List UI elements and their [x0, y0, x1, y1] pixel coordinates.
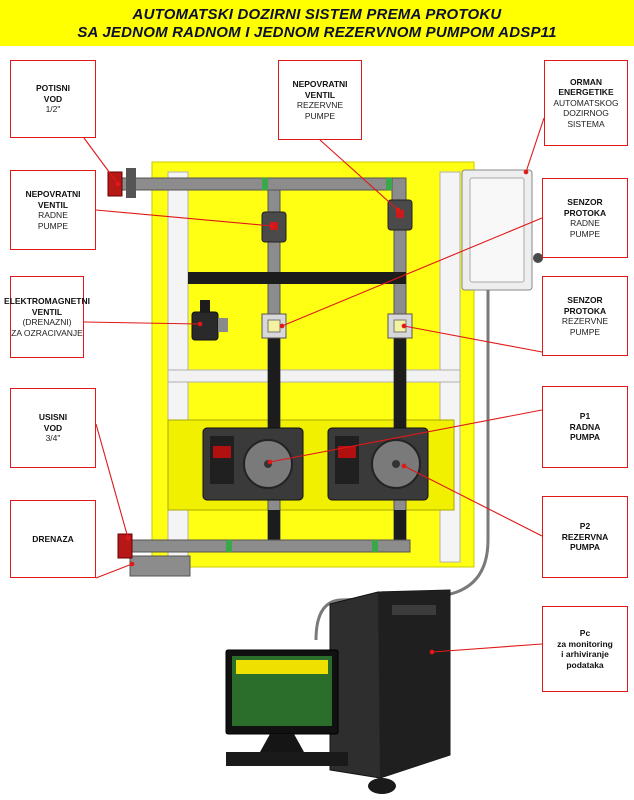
title-banner: AUTOMATSKI DOZIRNI SISTEM PREMA PROTOKU …	[0, 0, 634, 46]
label-sprz-b1: SENZOR	[567, 295, 603, 305]
pump-p2-display	[338, 446, 356, 458]
label-senzor-protoka-radne: SENZOR PROTOKA RADNE PUMPE	[542, 178, 628, 258]
suction-pipe	[129, 539, 411, 553]
label-usisni-b1: USISNI	[38, 412, 68, 423]
label-usisni-n1: 3/4"	[45, 433, 61, 444]
label-nepovratni-ventil-rezervne: NEPOVRATNI VENTIL REZERVNE PUMPE	[278, 60, 362, 140]
label-potisni-vod-b1: POTISNI	[35, 83, 70, 94]
label-emv-n1: (DRENAZNI)	[22, 317, 72, 327]
label-emv-b2: VENTIL	[31, 306, 63, 317]
frame-bar	[167, 369, 461, 383]
label-pc: Pc za monitoring i arhiviranje podataka	[542, 606, 628, 692]
cabinet-gland	[533, 253, 543, 263]
fitting	[386, 178, 392, 190]
fitting	[226, 540, 232, 552]
flow-sensor-window	[267, 319, 281, 333]
label-sprz-n2: PUMPE	[569, 326, 601, 337]
label-p1-b1: P1	[579, 411, 591, 422]
fitting	[372, 540, 378, 552]
label-pc-b2: za monitoring	[557, 638, 613, 649]
pump-p2-hub	[392, 460, 400, 468]
pump-p1-panel	[210, 436, 234, 484]
label-nvrad-n2: PUMPE	[37, 220, 69, 231]
pipe-rezervna-black	[394, 330, 406, 435]
drain-line	[188, 272, 406, 284]
label-orman-b1: ORMAN	[569, 76, 603, 87]
label-potisni-vod-b2: VOD	[43, 93, 63, 104]
label-emv-b1: ELEKTROMAGNETNI	[4, 296, 90, 306]
label-sprz-n1: REZERVNE	[561, 316, 609, 326]
pipe-rezervna-suction	[394, 510, 406, 545]
label-orman-energetike: ORMAN ENERGETIKE AUTOMATSKOG DOZIRNOG SI…	[544, 60, 628, 146]
discharge-valve-body	[126, 168, 136, 198]
fitting	[262, 178, 268, 190]
label-sprz-b2: PROTOKA	[563, 305, 607, 316]
label-nepovratni-ventil-radne: NEPOVRATNI VENTIL RADNE PUMPE	[10, 170, 96, 250]
label-p1: P1 RADNA PUMPA	[542, 386, 628, 468]
label-usisni-b2: VOD	[43, 422, 63, 433]
label-usisni-vod: USISNI VOD 3/4"	[10, 388, 96, 468]
title-line-1: AUTOMATSKI DOZIRNI SISTEM PREMA PROTOKU	[132, 6, 502, 23]
check-valve-marker	[396, 210, 404, 218]
mouse-icon	[368, 778, 396, 794]
label-emv-n2: ZA OZRACIVANJE	[11, 327, 83, 338]
leader-lines	[83, 117, 545, 655]
label-nvr-b2: VENTIL	[304, 89, 336, 100]
label-pc-b1: Pc	[579, 628, 591, 638]
label-drenaza-b1: DRENAZA	[32, 533, 74, 544]
solenoid-fitting	[218, 318, 228, 332]
label-orman-n3: SISTEMA	[567, 118, 605, 129]
discharge-pipe	[119, 177, 401, 191]
label-potisni-vod-n1: 1/2"	[45, 104, 61, 115]
label-p1-b2: RADNA	[569, 421, 601, 432]
label-drenaza: DRENAZA	[10, 500, 96, 578]
label-nvrad-n1: RADNE	[38, 210, 68, 220]
pipe-radna-suction	[268, 510, 280, 545]
label-p2-b3: PUMPA	[569, 542, 601, 553]
title-line-2: SA JEDNOM RADNOM I JEDNOM REZERVNOM PUMP…	[77, 24, 557, 41]
discharge-valve-icon	[107, 171, 123, 197]
solenoid-pipe	[200, 300, 210, 312]
label-p2-b2: REZERVNA	[561, 531, 609, 542]
solenoid-valve-icon	[191, 311, 219, 341]
label-p1-b3: PUMPA	[569, 432, 601, 443]
label-orman-n1: AUTOMATSKOG	[553, 97, 619, 108]
label-potisni-vod: POTISNI VOD 1/2"	[10, 60, 96, 138]
pump-p2-panel	[335, 436, 359, 484]
label-orman-b2: ENERGETIKE	[558, 87, 614, 98]
label-nvr-n2: PUMPE	[304, 110, 336, 121]
keyboard-icon	[226, 752, 348, 766]
control-cabinet-door	[469, 177, 525, 283]
label-nvrad-b2: VENTIL	[37, 199, 69, 210]
pump-p1-display	[213, 446, 231, 458]
label-spr-n2: PUMPE	[569, 228, 601, 239]
pipe-radna-black	[268, 330, 280, 435]
label-nvrad-b1: NEPOVRATNI	[25, 189, 81, 199]
label-orman-n2: DOZIRNOG	[563, 108, 609, 119]
label-pc-b4: podataka	[566, 659, 604, 670]
label-spr-n1: RADNE	[570, 218, 600, 228]
monitor-icon	[225, 649, 396, 794]
label-elektromagnetni-ventil: ELEKTROMAGNETNI VENTIL (DRENAZNI) ZA OZR…	[4, 276, 90, 358]
label-spr-b2: PROTOKA	[563, 207, 607, 218]
label-p2-b1: P2	[579, 521, 591, 532]
label-spr-b1: SENZOR	[567, 197, 603, 207]
label-nvr-b1: NEPOVRATNI	[292, 79, 348, 89]
drain-elbow	[129, 555, 191, 577]
label-p2: P2 REZERVNA PUMPA	[542, 496, 628, 578]
label-senzor-protoka-rezervne: SENZOR PROTOKA REZERVNE PUMPE	[542, 276, 628, 356]
label-pc-b3: i arhiviranje	[561, 649, 609, 659]
label-nvr-n1: REZERVNE	[296, 100, 344, 110]
computer-tower-icon	[329, 589, 451, 779]
